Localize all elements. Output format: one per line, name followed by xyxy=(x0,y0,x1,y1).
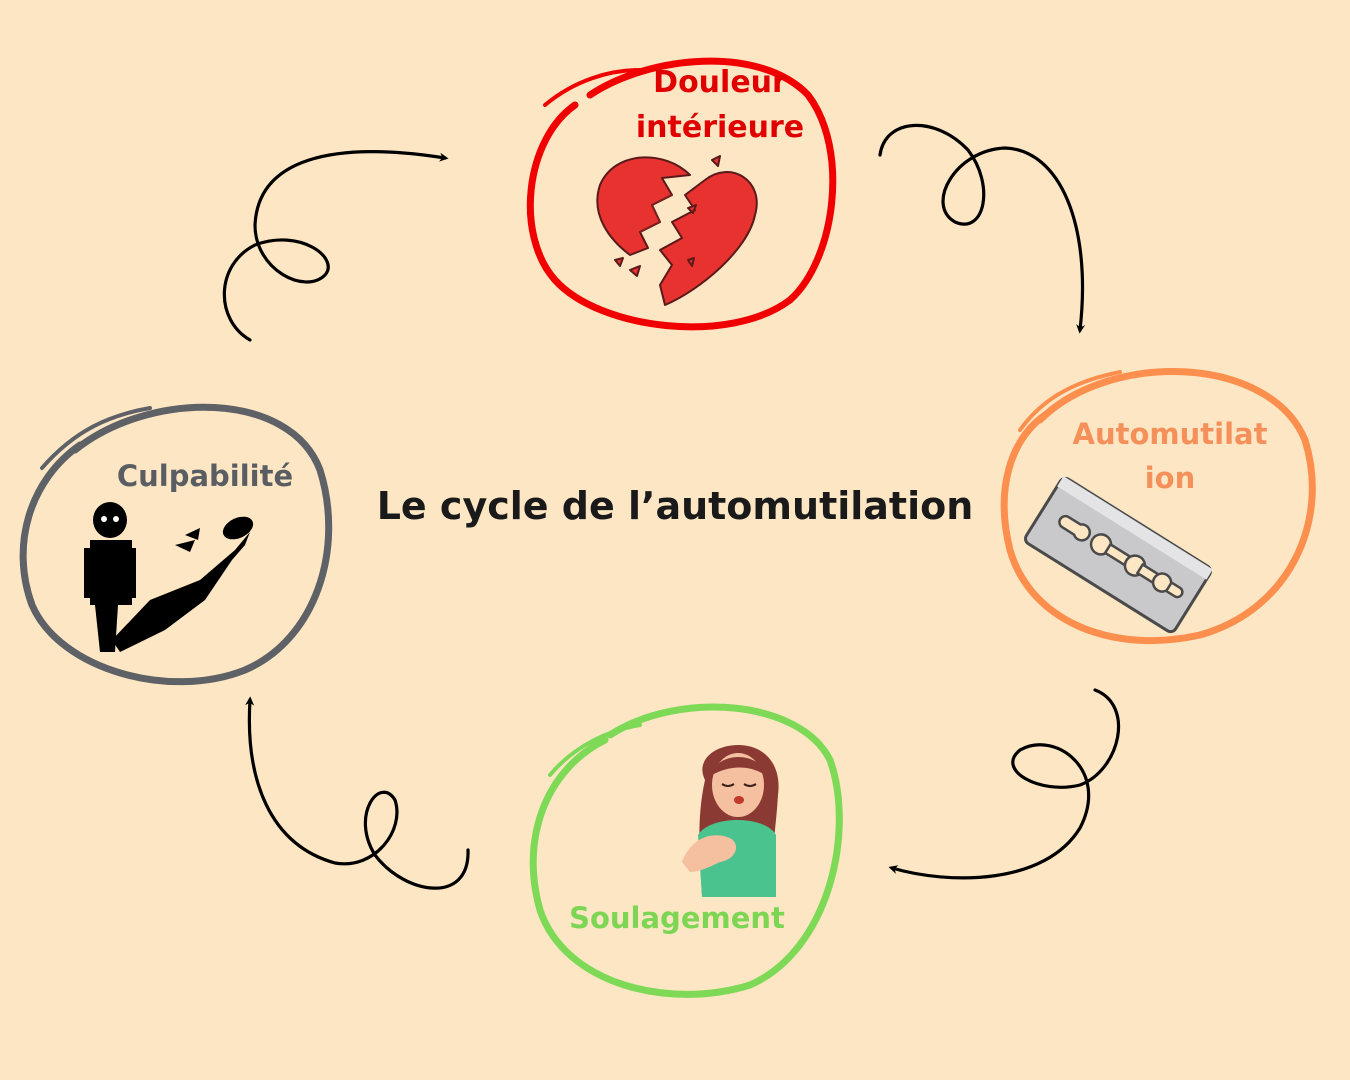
automutilation-circle xyxy=(1000,368,1316,645)
stage-automutilation-label: Automutilat ion xyxy=(1055,413,1285,500)
diagram-title: Le cycle de l’automutilation xyxy=(376,484,974,528)
stage-automutilation-line1: Automutilat xyxy=(1072,417,1268,451)
culpabilite-circle xyxy=(19,403,333,686)
stage-douleur-line1: Douleur xyxy=(653,65,787,100)
stage-soulagement-label: Soulagement xyxy=(569,901,785,935)
razor-blade-icon xyxy=(1024,476,1213,634)
stage-culpabilite-label: Culpabilité xyxy=(116,459,294,493)
broken-heart-icon xyxy=(596,155,758,306)
relieved-woman-icon xyxy=(682,745,779,897)
soulagement-circle xyxy=(529,703,843,998)
arrow-automutilation-to-soulagement xyxy=(888,688,1121,880)
stage-douleur-line2: intérieure xyxy=(635,110,805,145)
stage-automutilation-line2: ion xyxy=(1144,460,1196,495)
arrow-douleur-to-automutilation xyxy=(878,123,1086,334)
guilty-person-icon xyxy=(84,502,254,652)
arrow-culpabilite-to-douleur xyxy=(222,150,449,342)
stage-douleur-label: Douleur intérieure xyxy=(620,60,820,150)
arrow-soulagement-to-culpabilite xyxy=(245,696,470,890)
douleur-circle xyxy=(526,57,837,331)
